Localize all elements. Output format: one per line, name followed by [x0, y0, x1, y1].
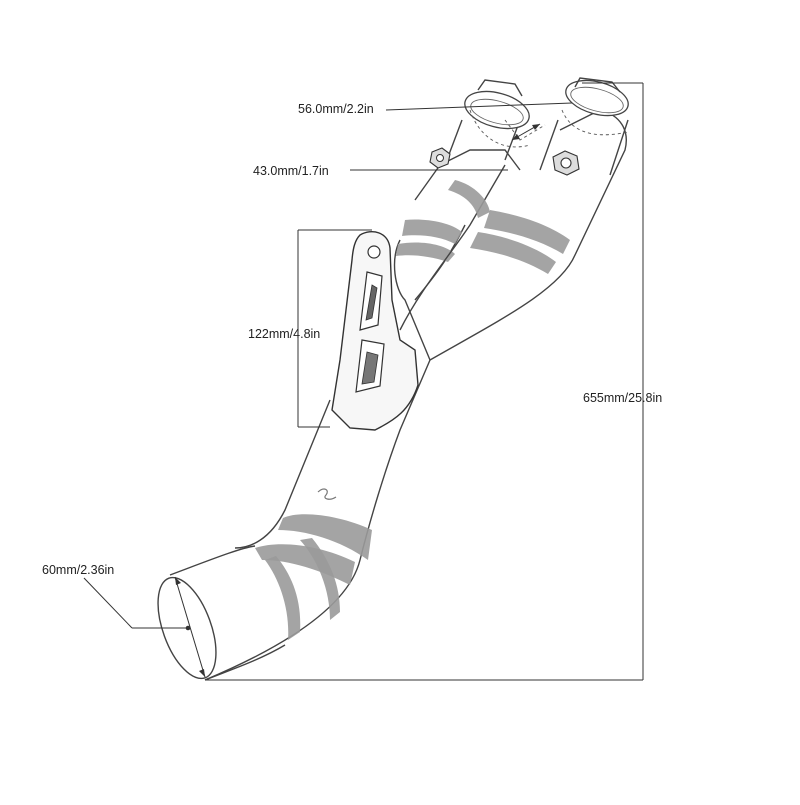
outlet-diameter-label: 56.0mm/2.2in: [298, 102, 374, 116]
dimension-lines: [83, 82, 644, 681]
right-branch-pipe: [399, 77, 629, 361]
inlet-diameter-label: 60mm/2.36in: [42, 563, 115, 577]
bracket-height-label: 122mm/4.8in: [248, 327, 321, 341]
total-height-label: 655mm/25.8in: [583, 391, 663, 405]
lower-pipe: [157, 359, 431, 681]
inner-diameter-label: 43.0mm/1.7in: [253, 164, 329, 178]
mounting-bracket: [331, 231, 419, 431]
